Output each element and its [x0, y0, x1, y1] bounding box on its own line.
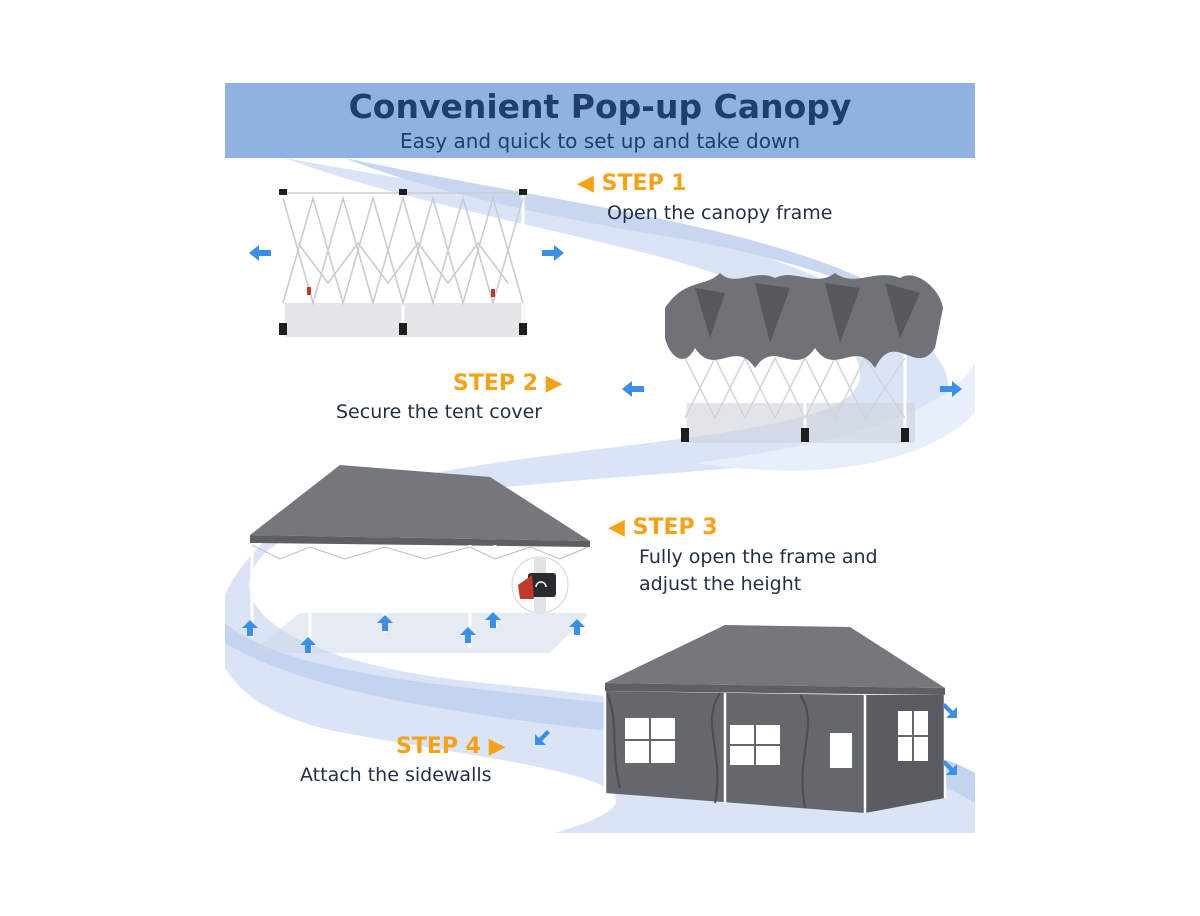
page-subtitle: Easy and quick to set up and take down	[399, 129, 801, 153]
step3-description-line2: adjust the height	[639, 573, 802, 595]
arrow-left-icon	[620, 379, 646, 403]
step1-label: ◀ STEP 1	[577, 171, 687, 196]
step1-description: Open the canopy frame	[607, 202, 833, 224]
arrow-right-icon	[938, 379, 964, 403]
step2-description: Secure the tent cover	[336, 401, 543, 423]
step2-cover-illustration	[665, 273, 943, 443]
step2-label: STEP 2 ▶	[453, 371, 563, 396]
step4-description: Attach the sidewalls	[300, 764, 492, 786]
page-title: Convenient Pop-up Canopy	[348, 87, 852, 126]
step3-tent-illustration	[242, 465, 590, 653]
arrow-right-icon	[540, 243, 566, 267]
step3-description-line1: Fully open the frame and	[639, 546, 878, 568]
product-infographic: Convenient Pop-up Canopy Easy and quick …	[225, 83, 975, 833]
step3-label: ◀ STEP 3	[608, 515, 718, 540]
header-banner: Convenient Pop-up Canopy Easy and quick …	[225, 83, 975, 158]
arrow-diagonal-icon	[532, 728, 552, 752]
arrow-diagonal-icon	[940, 701, 960, 725]
arrow-left-icon	[247, 243, 273, 267]
step4-label: STEP 4 ▶	[396, 734, 506, 759]
step1-frame-illustration	[279, 189, 527, 337]
step4-sidewall-tent-illustration	[600, 625, 947, 813]
arrow-diagonal-icon	[940, 758, 960, 782]
height-adjust-detail-icon	[511, 556, 569, 614]
